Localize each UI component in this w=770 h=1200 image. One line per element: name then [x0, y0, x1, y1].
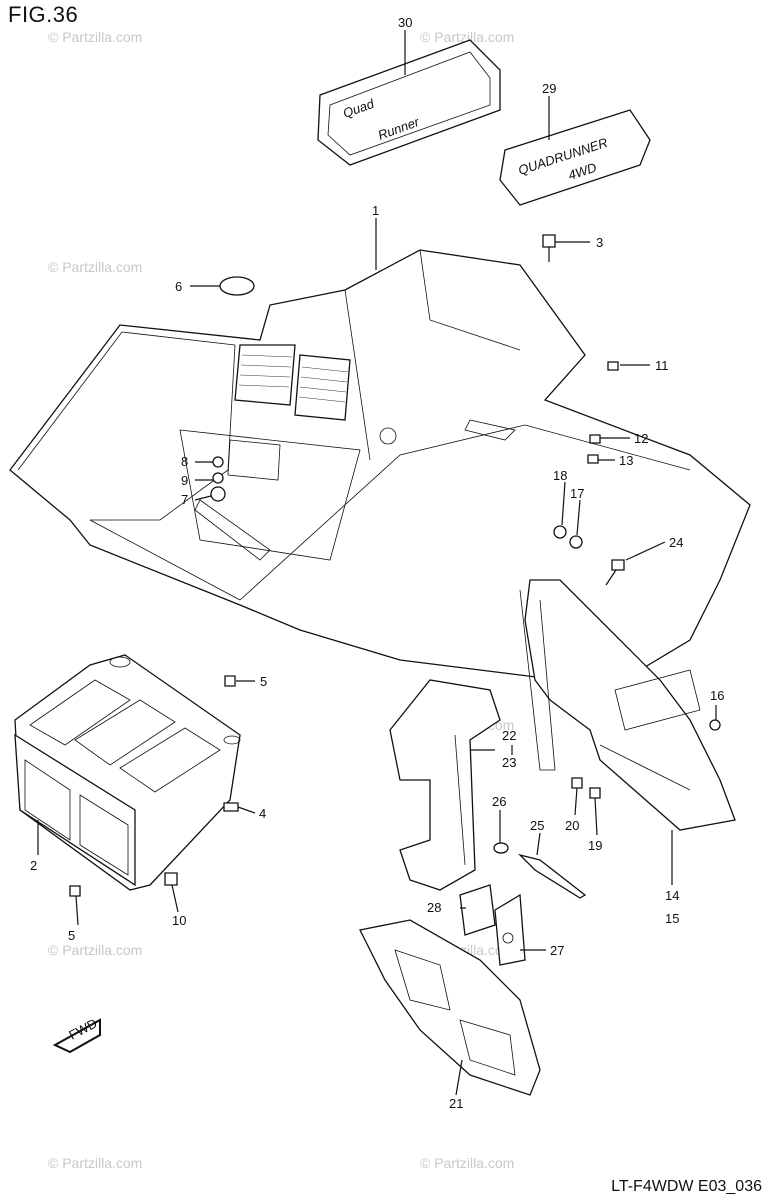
front-fender-1: [9, 249, 751, 681]
figure-title: FIG.36: [8, 2, 79, 27]
callout-4: 4: [259, 806, 266, 821]
callout-22: 22: [502, 728, 516, 743]
callout-19: 19: [588, 838, 602, 853]
decal-30: Quad Runner: [317, 39, 501, 166]
grommet-6: [219, 276, 255, 296]
watermark: © Partzilla.com: [420, 1155, 514, 1171]
callout-10: 10: [172, 913, 186, 928]
watermark: © Partzilla.com: [48, 1155, 142, 1171]
bracket-27: [494, 893, 526, 966]
callout-2: 2: [30, 858, 37, 873]
callout-6: 6: [175, 279, 182, 294]
callout-8: 8: [181, 454, 188, 469]
guard-21: [359, 919, 541, 1096]
callout-5: 5: [260, 674, 267, 689]
plate-28: [459, 884, 496, 936]
callout-15: 15: [665, 911, 679, 926]
watermark: © Partzilla.com: [48, 29, 142, 45]
callout-24: 24: [669, 535, 683, 550]
callout-3: 3: [596, 235, 603, 250]
watermark: © Partzilla.com: [48, 259, 142, 275]
callout-5: 5: [68, 928, 75, 943]
callout-23: 23: [502, 755, 516, 770]
callouts: 30 29 1 3 6 11 12 13 8 9 7 18 17 24 5 16…: [30, 15, 724, 1111]
callout-7: 7: [181, 492, 188, 507]
callout-9: 9: [181, 473, 188, 488]
callout-27: 27: [550, 943, 564, 958]
callout-26: 26: [492, 794, 506, 809]
mud-guard-14: [519, 579, 736, 831]
callout-13: 13: [619, 453, 633, 468]
decal-29: QUADRUNNER 4WD: [499, 109, 651, 206]
callout-28: 28: [427, 900, 441, 915]
watermark: © Partzilla.com: [420, 29, 514, 45]
carrier-cover-2: [14, 654, 241, 891]
watermark: © Partzilla.com: [48, 942, 142, 958]
callout-18: 18: [553, 468, 567, 483]
callout-21: 21: [449, 1096, 463, 1111]
callout-29: 29: [542, 81, 556, 96]
callout-20: 20: [565, 818, 579, 833]
callout-14: 14: [665, 888, 679, 903]
fasteners: [69, 234, 721, 899]
callout-11: 11: [655, 358, 669, 373]
side-cover-22: [389, 679, 501, 891]
fwd-arrow: FWD: [52, 1016, 101, 1054]
callout-16: 16: [710, 688, 724, 703]
bracket-27-28: [459, 884, 526, 966]
callout-1: 1: [372, 203, 379, 218]
diagram-code: LT-F4WDW E03_036: [611, 1178, 762, 1195]
callout-17: 17: [570, 486, 584, 501]
callout-30: 30: [398, 15, 412, 30]
callout-12: 12: [634, 431, 648, 446]
callout-25: 25: [530, 818, 544, 833]
leader-lines: [37, 30, 717, 1096]
